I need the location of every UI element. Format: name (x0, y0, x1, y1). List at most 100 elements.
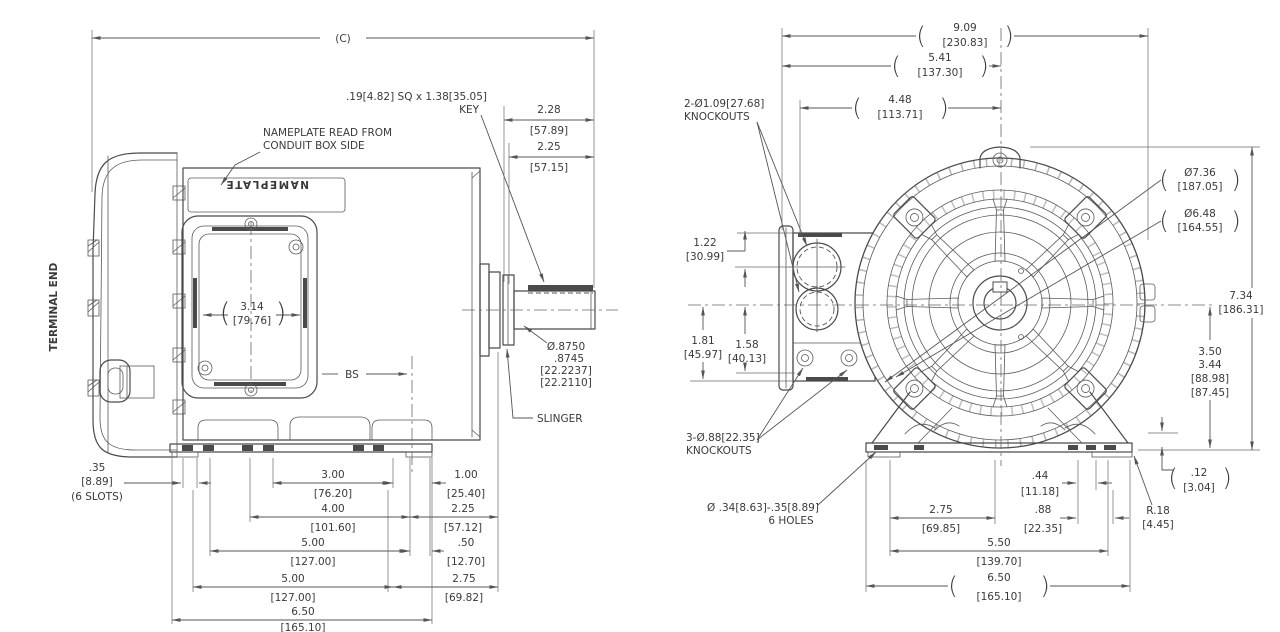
dim-650-end-in: 6.50 (987, 572, 1010, 584)
slinger-callout: SLINGER (505, 348, 583, 425)
dim-300-mm: [76.20] (314, 488, 352, 500)
dim-225b: 2.25 [57.12] (409, 503, 499, 534)
paren: ) (1222, 464, 1231, 492)
paren: ( (852, 94, 861, 122)
dim-100: 1.00 [25.40] (379, 469, 485, 500)
dim-r018-mm: [4.45] (1142, 519, 1174, 531)
nameplate-text: NAMEPLATE (225, 178, 309, 190)
dim-314-mm: [79.76] (233, 315, 271, 327)
end-extension-lines (865, 460, 1131, 592)
shaft-dia-1: Ø.8750 (547, 341, 585, 353)
paren: ( (948, 572, 957, 600)
dim-275-in: 2.75 (452, 573, 475, 585)
paren: ( (891, 52, 900, 80)
shaft-dia-4: [22.2110] (540, 377, 592, 389)
dim-648: ( ) Ø6.48 [164.55] (895, 207, 1241, 378)
dim-500a-in: 5.00 (301, 537, 324, 549)
shaft-boss (972, 275, 1028, 331)
bolt-bosses (893, 196, 1107, 410)
dim-734: 7.34 [186.31] (1216, 146, 1268, 451)
shaft-dia-3: [22.2237] (540, 365, 592, 377)
dim-500a-mm: [127.00] (291, 556, 336, 568)
dim-181-in: 1.81 (691, 335, 714, 347)
dim-088: .88 [22.35] (1024, 504, 1129, 535)
side-base (169, 416, 433, 458)
lifting-handle (99, 359, 155, 403)
dim-225-in: 2.25 (537, 141, 560, 153)
knockouts-top-text2: KNOCKOUTS (684, 111, 750, 123)
base-slots (182, 445, 384, 451)
dim-088-mm: [22.35] (1024, 523, 1062, 535)
dim-slot-mm: [8.89] (81, 476, 113, 488)
dim-100-mm: [25.40] (447, 488, 485, 500)
top-boss (979, 146, 1021, 169)
knockouts-top-text1: 2-Ø1.09[27.68] (684, 98, 764, 110)
paren: ) (1040, 572, 1049, 600)
fan-cover (87, 152, 186, 458)
dim-448-mm: [113.71] (878, 109, 923, 121)
dim-275-end: 2.75 [69.85] (889, 504, 996, 535)
dim-275-end-mm: [69.85] (922, 523, 960, 535)
paren: ) (939, 94, 948, 122)
dim-734-mm: [186.31] (1219, 304, 1264, 316)
dim-350-b: 3.44 (1198, 359, 1222, 371)
knockouts-top-callout: 2-Ø1.09[27.68] KNOCKOUTS (684, 98, 808, 293)
dim-650-end: ( ) 6.50 [165.10] (865, 572, 1131, 603)
knockouts-bottom-callout: 3-Ø.88[22.35] KNOCKOUTS (686, 367, 848, 457)
dim-012-in: .12 (1191, 467, 1208, 479)
paren: ( (1168, 464, 1177, 492)
paren: ) (1231, 207, 1240, 235)
dim-r018: R.18 [4.45] (1133, 455, 1174, 531)
dim-slot-note: (6 SLOTS) (71, 491, 123, 503)
dim-r018-in: R.18 (1146, 505, 1170, 517)
dim-050-mm: [12.70] (447, 556, 485, 568)
paren: ) (1231, 166, 1240, 194)
dim-448-in: 4.48 (888, 94, 911, 106)
dim-350-mb: [87.45] (1191, 387, 1229, 399)
cover-tabs (87, 239, 100, 397)
dim-300-in: 3.00 (321, 469, 344, 481)
dim-122-in: 1.22 (693, 237, 716, 249)
dim-050: .50 [12.70] (396, 537, 485, 568)
dim-736-mm: [187.05] (1178, 181, 1223, 193)
dim-012: ( ) .12 [3.04] (1148, 417, 1232, 494)
dim-158-mm: [40.13] (728, 353, 766, 365)
dim-088-in: .88 (1035, 504, 1052, 516)
nameplate-note2: CONDUIT BOX SIDE (263, 140, 365, 152)
shaft-assembly (462, 263, 618, 357)
motor-face (854, 146, 1156, 449)
side-view: NAMEPLATE (48, 30, 618, 632)
dim-044-mm: [11.18] (1021, 486, 1059, 498)
paren: ( (1159, 207, 1168, 235)
dim-228: 2.28 [57.89] 2.25 [57.15] (503, 104, 595, 284)
dim-550-mm: [139.70] (977, 556, 1022, 568)
dim-050-in: .50 (458, 537, 475, 549)
nameplate-note: NAMEPLATE READ FROM CONDUIT BOX SIDE (220, 127, 392, 186)
terminal-end-label: TERMINAL END (48, 262, 60, 351)
dim-158-in: 1.58 (735, 339, 758, 351)
dim-158: 1.58 [40.13] (728, 306, 795, 374)
dim-275: 2.75 [69.82] (392, 573, 499, 604)
dim-300: 3.00 [76.20] (272, 469, 394, 500)
dim-314-in: 3.14 (240, 301, 264, 313)
dim-550-in: 5.50 (987, 537, 1010, 549)
dim-122-mm: [30.99] (686, 251, 724, 263)
dim-275-end-in: 2.75 (929, 504, 952, 516)
dim-650: 6.50 [165.10] (171, 606, 433, 632)
dim-225-mm: [57.15] (530, 162, 568, 174)
slinger-label: SLINGER (537, 413, 583, 425)
side-extension-lines (171, 352, 499, 624)
box-bottom-screws (796, 349, 858, 367)
dim-909-in: 9.09 (953, 22, 976, 34)
dim-slot-in: .35 (89, 462, 106, 474)
dim-314: ( ) 3.14 [79.76] (202, 298, 301, 329)
dim-225b-mm: [57.12] (444, 522, 482, 534)
side-clips (1139, 283, 1156, 323)
paren: ) (979, 52, 988, 80)
dim-228-in: 2.28 (537, 104, 560, 116)
dim-500b-mm: [127.00] (271, 592, 316, 604)
end-conduit-box (778, 225, 876, 391)
dim-541: ( ) 5.41 [137.30] (781, 52, 1002, 80)
bs-label: BS (345, 369, 359, 381)
